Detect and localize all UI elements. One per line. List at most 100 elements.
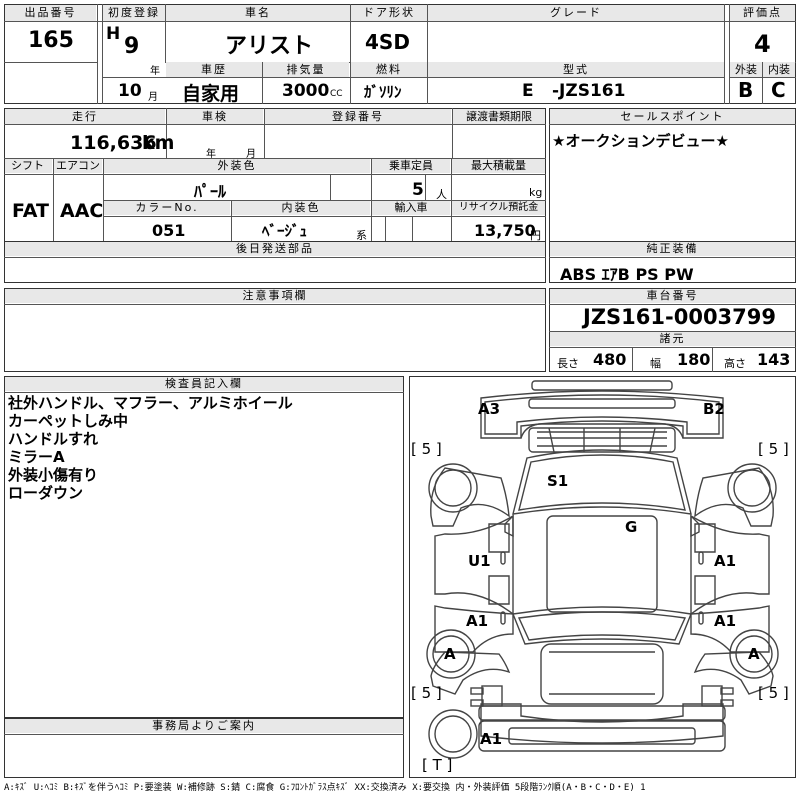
tire-fr-label: [ 5 ] <box>758 440 789 458</box>
damage-a1-lr-label: A1 <box>466 612 489 630</box>
lot-number: 165 <box>28 28 74 53</box>
damage-a1-rear-label: A1 <box>480 730 503 748</box>
chassis-section <box>549 288 796 372</box>
year-unit: 年 <box>150 66 160 77</box>
recycle-header: リサイクル預託金 <box>452 201 545 215</box>
door-type: 4SD <box>365 30 410 54</box>
remark-line: 社外ハンドル、マフラー、アルミホイール <box>8 394 293 412</box>
header-section <box>4 4 796 104</box>
model-prefix: E <box>522 81 534 101</box>
capacity-header: 乗車定員 <box>372 159 450 173</box>
remark-line: ローダウン <box>8 484 84 502</box>
car-diagram-section <box>409 376 796 778</box>
mileage-unit: km <box>142 132 175 154</box>
int-color-value: ﾍﾞｰｼﾞｭ <box>262 222 308 240</box>
damage-a3-label: A3 <box>478 400 501 418</box>
displacement-unit: CC <box>330 89 343 99</box>
ac-value: AAC <box>60 200 104 222</box>
lot-no-header: 出品番号 <box>5 5 96 21</box>
era: H <box>106 24 121 44</box>
car-name-header: 車名 <box>166 5 350 21</box>
car-body-diagram <box>426 380 779 759</box>
width-value: 180 <box>677 350 711 369</box>
damage-a1-rr-label: A1 <box>714 612 737 630</box>
inspection-month-unit: 月 <box>246 149 256 160</box>
damage-s1-label: S1 <box>547 472 569 490</box>
color-no-value: 051 <box>152 221 186 240</box>
displacement-value: 3000 <box>282 81 330 101</box>
fuel-value: ｶﾞｿﾘﾝ <box>364 83 402 101</box>
interior-header: 内装 <box>763 62 795 77</box>
mileage-value: 116,636 <box>70 132 157 154</box>
remark-line: 外装小傷有り <box>8 466 99 484</box>
equipment-section <box>549 241 796 283</box>
load-unit: kg <box>529 186 543 199</box>
damage-a1-fr-label: A1 <box>714 552 737 570</box>
office-header: 事務局よりご案内 <box>5 719 403 733</box>
wheel-lr-damage-label: A <box>444 645 456 663</box>
shift-value: FAT <box>12 200 49 222</box>
int-color-header: 内装色 <box>232 201 370 215</box>
int-color-unit: 系 <box>356 229 367 242</box>
regno-header: 登録番号 <box>265 109 451 124</box>
door-header: ドア形状 <box>351 5 427 21</box>
inspector-remarks: 社外ハンドル、マフラー、アルミホイール カーペットしみ中 ハンドルすれ ミラーA… <box>8 394 293 502</box>
color-no-header: カラーNo. <box>104 201 230 215</box>
width-label: 幅 <box>650 357 661 370</box>
remark-line: カーペットしみ中 <box>8 412 129 430</box>
equipment-value: ABS ｴｱB PS PW <box>560 265 694 284</box>
history-header: 車歴 <box>166 62 262 77</box>
month-unit: 月 <box>148 92 158 103</box>
recycle-unit: 円 <box>530 229 541 242</box>
history-value: 自家用 <box>182 83 240 105</box>
height-label: 高さ <box>724 357 746 370</box>
legend-footer: A:ｷｽﾞ U:ﾍｺﾐ B:ｷｽﾞを伴うﾍｺﾐ P:要塗装 W:補修跡 S:錆 … <box>4 783 646 793</box>
mileage-header: 走行 <box>5 109 165 124</box>
first-reg-year: 9 <box>124 34 140 59</box>
capacity-unit: 人 <box>436 188 447 201</box>
inspector-section <box>4 376 404 718</box>
sales-point-header: セールスポイント <box>550 109 795 124</box>
displacement-header: 排気量 <box>263 62 349 77</box>
notes-section <box>4 288 546 372</box>
sales-point-section <box>549 108 796 242</box>
first-reg-month: 10 <box>118 81 142 101</box>
remark-line: ハンドルすれ <box>8 430 99 448</box>
model-value: -JZS161 <box>552 81 626 101</box>
sales-point-value: ★オークションデビュー★ <box>552 132 729 150</box>
recycle-value: 13,750 <box>474 221 536 240</box>
color-value: ﾊﾟｰﾙ <box>194 182 227 201</box>
chassis-value: JZS161-0003799 <box>583 305 776 329</box>
tire-rl-label: [ 5 ] <box>411 684 442 702</box>
wheel-rr-damage-label: A <box>748 645 760 663</box>
score-value: 4 <box>754 30 771 58</box>
transfer-header: 譲渡書類期限 <box>453 109 545 124</box>
score-header: 評価点 <box>730 5 795 21</box>
first-reg-header: 初度登録 <box>103 5 165 21</box>
color-header: 外装色 <box>104 159 370 173</box>
length-label: 長さ <box>557 357 579 370</box>
spare-tire-label: [ T ] <box>422 756 453 774</box>
interior-grade: C <box>771 78 786 102</box>
chassis-header: 車台番号 <box>550 289 795 303</box>
inspector-header: 検査員記入欄 <box>5 377 403 391</box>
equipment-header: 純正装備 <box>550 242 795 256</box>
tire-fl-label: [ 5 ] <box>411 440 442 458</box>
damage-u1-label: U1 <box>468 552 491 570</box>
grade-header: グレード <box>428 5 724 21</box>
height-value: 143 <box>757 350 791 369</box>
exterior-header: 外装 <box>730 62 762 77</box>
length-value: 480 <box>593 350 627 369</box>
later-parts-header: 後日発送部品 <box>5 242 545 256</box>
car-name: アリスト <box>225 34 314 59</box>
model-header: 型式 <box>428 62 724 77</box>
later-parts-section <box>4 241 546 283</box>
exterior-grade: B <box>738 78 754 102</box>
shift-header: シフト <box>5 159 52 173</box>
fuel-header: 燃料 <box>351 62 427 77</box>
tire-rr-label: [ 5 ] <box>758 684 789 702</box>
ac-header: エアコン <box>54 159 102 173</box>
spec-header: 諸元 <box>550 332 795 346</box>
capacity-value: 5 <box>412 180 424 200</box>
inspection-year-unit: 年 <box>206 149 216 160</box>
